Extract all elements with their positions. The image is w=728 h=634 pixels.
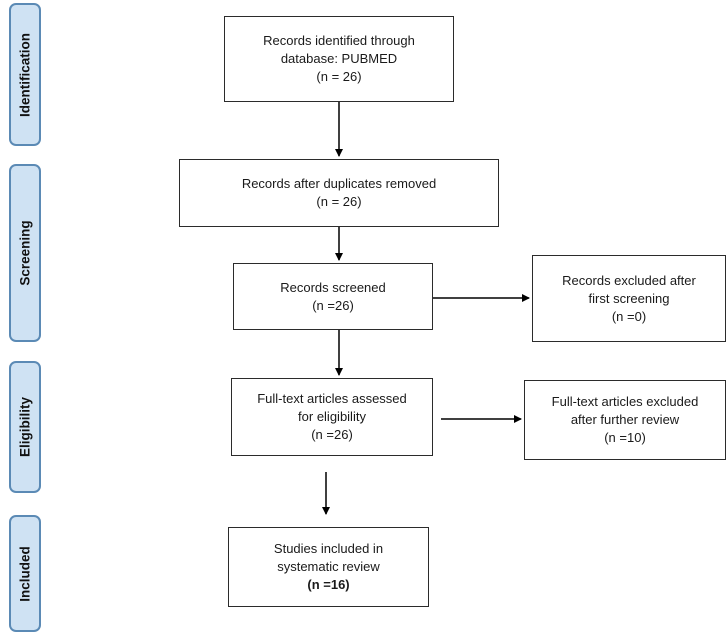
box-text: Full-text articles excluded <box>551 394 699 409</box>
box-records-identified: Records identified through database: PUB… <box>224 16 454 102</box>
box-text: first screening <box>588 290 670 306</box>
box-text: Records after duplicates removed <box>241 176 437 191</box>
box-text: database: PUBMED <box>280 51 398 66</box>
box-text: (n =0) <box>611 308 647 324</box>
phase-screening: Screening <box>9 164 41 342</box>
box-text: for eligibility <box>298 409 366 424</box>
box-text: Records excluded after <box>562 272 696 288</box>
box-records-screened: Records screened (n =26) <box>233 263 433 330</box>
box-text: Studies included in <box>273 541 384 556</box>
box-studies-included: Studies included in systematic review (n… <box>228 527 429 607</box>
box-text: (n =26) <box>312 297 354 313</box>
box-text: Records identified through <box>263 33 415 48</box>
box-text: (n = 26) <box>316 69 362 84</box>
box-text: (n =10) <box>604 430 646 445</box>
box-text: (n =26) <box>311 427 353 442</box>
box-text: (n =16) <box>307 577 350 592</box>
box-text: systematic review <box>277 559 380 574</box>
box-text: Records screened <box>280 279 386 295</box>
box-text: after further review <box>570 412 680 427</box>
phase-included: Included <box>9 515 41 632</box>
box-duplicates-removed: Records after duplicates removed (n = 26… <box>179 159 499 227</box>
box-text: Full-text articles assessed <box>257 391 407 406</box>
phase-identification: Identification <box>9 3 41 146</box>
phase-eligibility: Eligibility <box>9 361 41 493</box>
box-fulltext-excluded: Full-text articles excluded after furthe… <box>524 380 726 460</box>
box-text: (n = 26) <box>316 194 362 209</box>
box-records-excluded-screening: Records excluded after first screening (… <box>532 255 726 342</box>
box-fulltext-assessed: Full-text articles assessed for eligibil… <box>231 378 433 456</box>
